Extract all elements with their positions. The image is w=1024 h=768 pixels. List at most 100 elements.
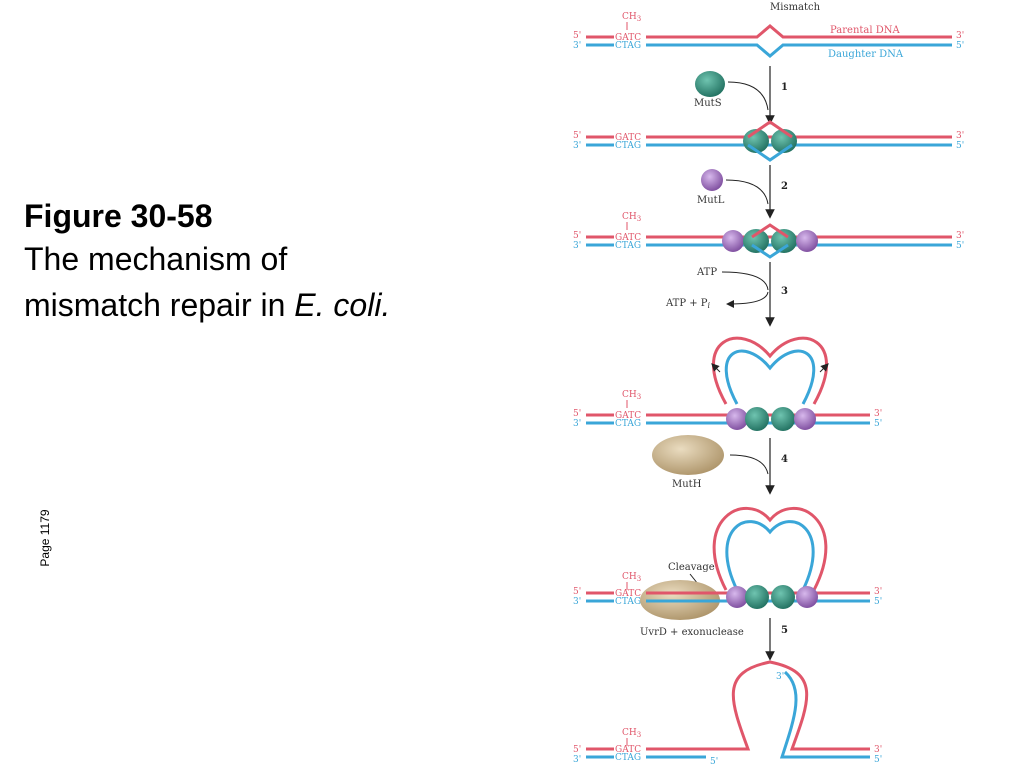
five-prime-label: 5' [573, 587, 581, 597]
caption-organism: E. coli. [294, 287, 391, 323]
three-prime-label: 3' [573, 241, 581, 251]
five-prime-label: 5' [956, 41, 964, 51]
three-prime-label: 3' [573, 419, 581, 429]
mutl-protein [726, 586, 748, 608]
row-dna-loop: CH3 5' 3' GATC CTAG 3' 5' [573, 336, 882, 431]
methyl-label: CH [622, 12, 637, 22]
step-number: 4 [781, 454, 788, 465]
mutl-protein [722, 230, 744, 252]
figure-caption: Figure 30-58 The mechanism of mismatch r… [24, 196, 424, 328]
methyl-label: CH [622, 572, 637, 582]
muts-label: MutS [694, 98, 722, 109]
ctag-label: CTAG [615, 41, 641, 51]
three-prime-label: 3' [874, 745, 882, 755]
five-prime-label: 5' [956, 141, 964, 151]
svg-text:CH3: CH3 [622, 390, 641, 401]
five-prime-label: 5' [874, 419, 882, 429]
caption-line-2-text: mismatch repair in [24, 287, 295, 323]
methyl-subscript: 3 [637, 215, 641, 223]
muts-protein [695, 71, 725, 97]
ctag-label: CTAG [615, 597, 641, 607]
muts-protein [771, 407, 795, 431]
muts-protein [745, 585, 769, 609]
svg-text:ATP + Pi: ATP + Pi [665, 298, 711, 310]
ctag-label: CTAG [615, 141, 641, 151]
ctag-label: CTAG [615, 241, 641, 251]
step-number: 2 [781, 181, 788, 192]
three-prime-label: 3' [874, 409, 882, 419]
step-2: MutL 2 [697, 165, 788, 219]
three-prime-label: 3' [956, 231, 964, 241]
gatc-label: GATC [615, 133, 641, 143]
muts-protein [771, 585, 795, 609]
step-4: MutH 4 [652, 435, 788, 495]
row-muts-mutl-bound: CH3 5' 3' GATC CTAG 3' 5' [573, 212, 964, 259]
methyl-subscript: 3 [637, 393, 641, 401]
atp-label: ATP [696, 267, 717, 278]
svg-text:CH3: CH3 [622, 728, 641, 739]
three-prime-label: 3' [573, 41, 581, 51]
muts-protein [745, 407, 769, 431]
svg-text:CH3: CH3 [622, 12, 641, 23]
methyl-label: CH [622, 390, 637, 400]
five-prime-label: 5' [710, 757, 718, 767]
gatc-label: GATC [615, 411, 641, 421]
five-prime-label: 5' [573, 409, 581, 419]
parental-strand [646, 24, 952, 39]
five-prime-label: 5' [573, 31, 581, 41]
methyl-label: CH [622, 212, 637, 222]
methyl-subscript: 3 [637, 575, 641, 583]
daughter-strand [646, 43, 952, 58]
atp-pi-label: ATP + P [665, 298, 708, 309]
five-prime-label: 5' [874, 755, 882, 765]
caption-line-1: The mechanism of [24, 241, 288, 277]
gatc-label: GATC [615, 233, 641, 243]
muth-protein [652, 435, 724, 475]
mutl-protein [796, 230, 818, 252]
muth-label: MutH [672, 479, 702, 490]
step-number: 5 [781, 625, 788, 636]
figure-number: Figure 30-58 [24, 198, 213, 234]
parental-dna-label: Parental DNA [830, 25, 901, 36]
atp-pi-subscript: i [708, 301, 711, 310]
step-5: UvrD + exonuclease 5 [640, 618, 788, 661]
gatc-label: GATC [615, 33, 641, 43]
methyl-subscript: 3 [637, 731, 641, 739]
step-number: 3 [781, 286, 788, 297]
svg-text:CH3: CH3 [622, 212, 641, 223]
daughter-dna-label: Daughter DNA [828, 49, 904, 60]
svg-text:CH3: CH3 [622, 572, 641, 583]
three-prime-label: 3' [776, 672, 784, 682]
gatc-label: GATC [615, 745, 641, 755]
methyl-label: CH [622, 728, 637, 738]
row-initial-duplex: Mismatch CH3 5' 3' GATC CTAG Parental DN… [573, 2, 964, 60]
step-3: ATP ATP + Pi 3 [665, 262, 788, 327]
five-prime-label: 5' [874, 597, 882, 607]
three-prime-label: 3' [573, 597, 581, 607]
mutl-protein [796, 586, 818, 608]
five-prime-label: 5' [573, 231, 581, 241]
muts-protein [771, 229, 797, 253]
mutl-protein [701, 169, 723, 191]
cleavage-label: Cleavage [668, 562, 715, 573]
row-excised-strand: 3' 5' CH3 5' 3' GATC CTAG 3' 5' [573, 660, 882, 767]
five-prime-label: 5' [573, 131, 581, 141]
three-prime-label: 3' [573, 141, 581, 151]
page-reference: Page 1179 [38, 509, 52, 567]
methyl-subscript: 3 [637, 15, 641, 23]
mutl-label: MutL [697, 195, 725, 206]
mismatch-label: Mismatch [770, 2, 821, 13]
mismatch-repair-diagram: Mismatch CH3 5' 3' GATC CTAG Parental DN… [573, 2, 964, 767]
step-1: MutS 1 [694, 66, 788, 125]
row-muth-cleavage: Cleavage CH3 5' 3' GATC CTAG 3' 5' [573, 507, 882, 620]
uvrd-exonuclease-label: UvrD + exonuclease [640, 627, 744, 638]
caption-line-2: mismatch repair in E. coli. [24, 282, 424, 328]
mutl-protein [726, 408, 748, 430]
mutl-protein [794, 408, 816, 430]
five-prime-label: 5' [956, 241, 964, 251]
three-prime-label: 3' [956, 31, 964, 41]
gatc-label: GATC [615, 589, 641, 599]
three-prime-label: 3' [874, 587, 882, 597]
muts-protein [743, 229, 769, 253]
five-prime-label: 5' [573, 745, 581, 755]
